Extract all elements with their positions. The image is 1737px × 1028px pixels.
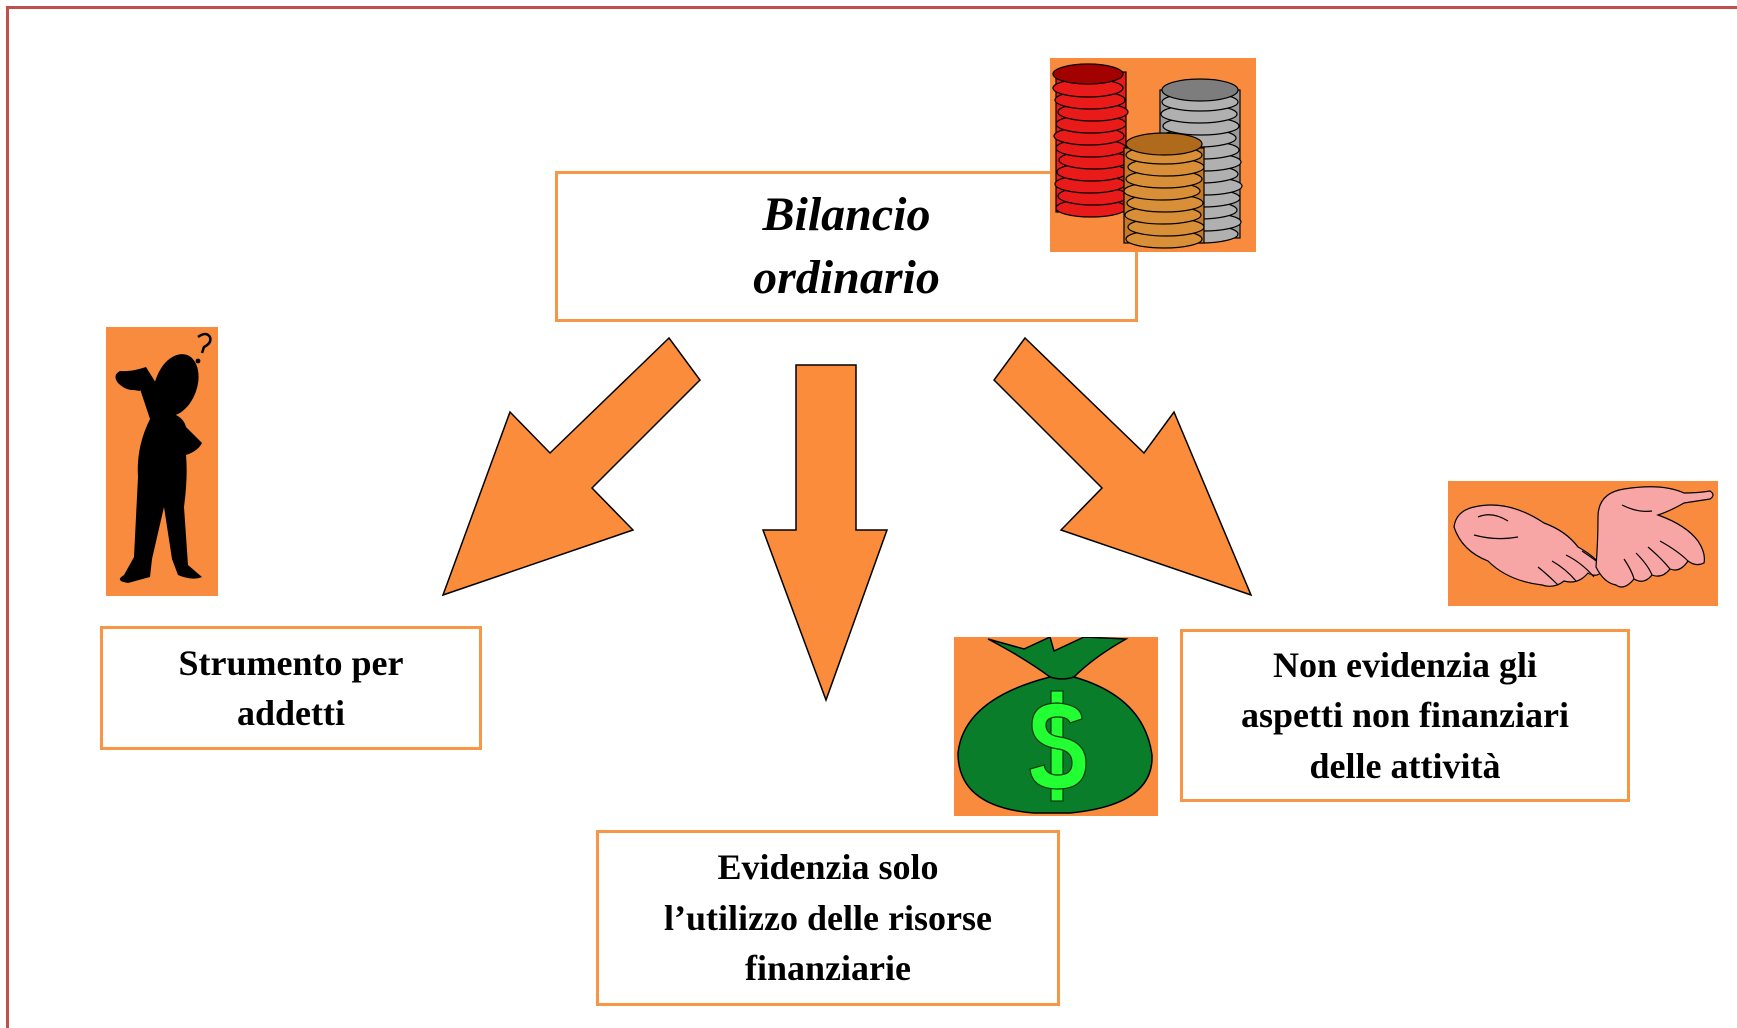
diagram-title: Bilancio ordinario [753, 188, 940, 304]
coins-stack-icon [1050, 58, 1256, 252]
left-box-text: Strumento per addetti [178, 642, 404, 733]
slide-frame [6, 6, 1737, 1028]
arrow-to-right-box [993, 336, 1253, 597]
money-bag-icon [954, 637, 1158, 816]
arrow-to-left-box [441, 336, 701, 597]
open-hands-icon [1448, 481, 1718, 606]
arrow-to-center-box [761, 364, 889, 703]
center-box: Evidenzia solo l’utilizzo delle risorse … [596, 830, 1060, 1006]
right-box-text: Non evidenzia gli aspetti non finanziari… [1240, 644, 1570, 786]
thinking-person-icon [106, 327, 218, 596]
center-box-text: Evidenzia solo l’utilizzo delle risorse … [664, 847, 992, 989]
title-box: Bilancio ordinario [555, 171, 1138, 322]
right-box: Non evidenzia gli aspetti non finanziari… [1180, 629, 1630, 802]
left-box: Strumento per addetti [100, 626, 482, 750]
